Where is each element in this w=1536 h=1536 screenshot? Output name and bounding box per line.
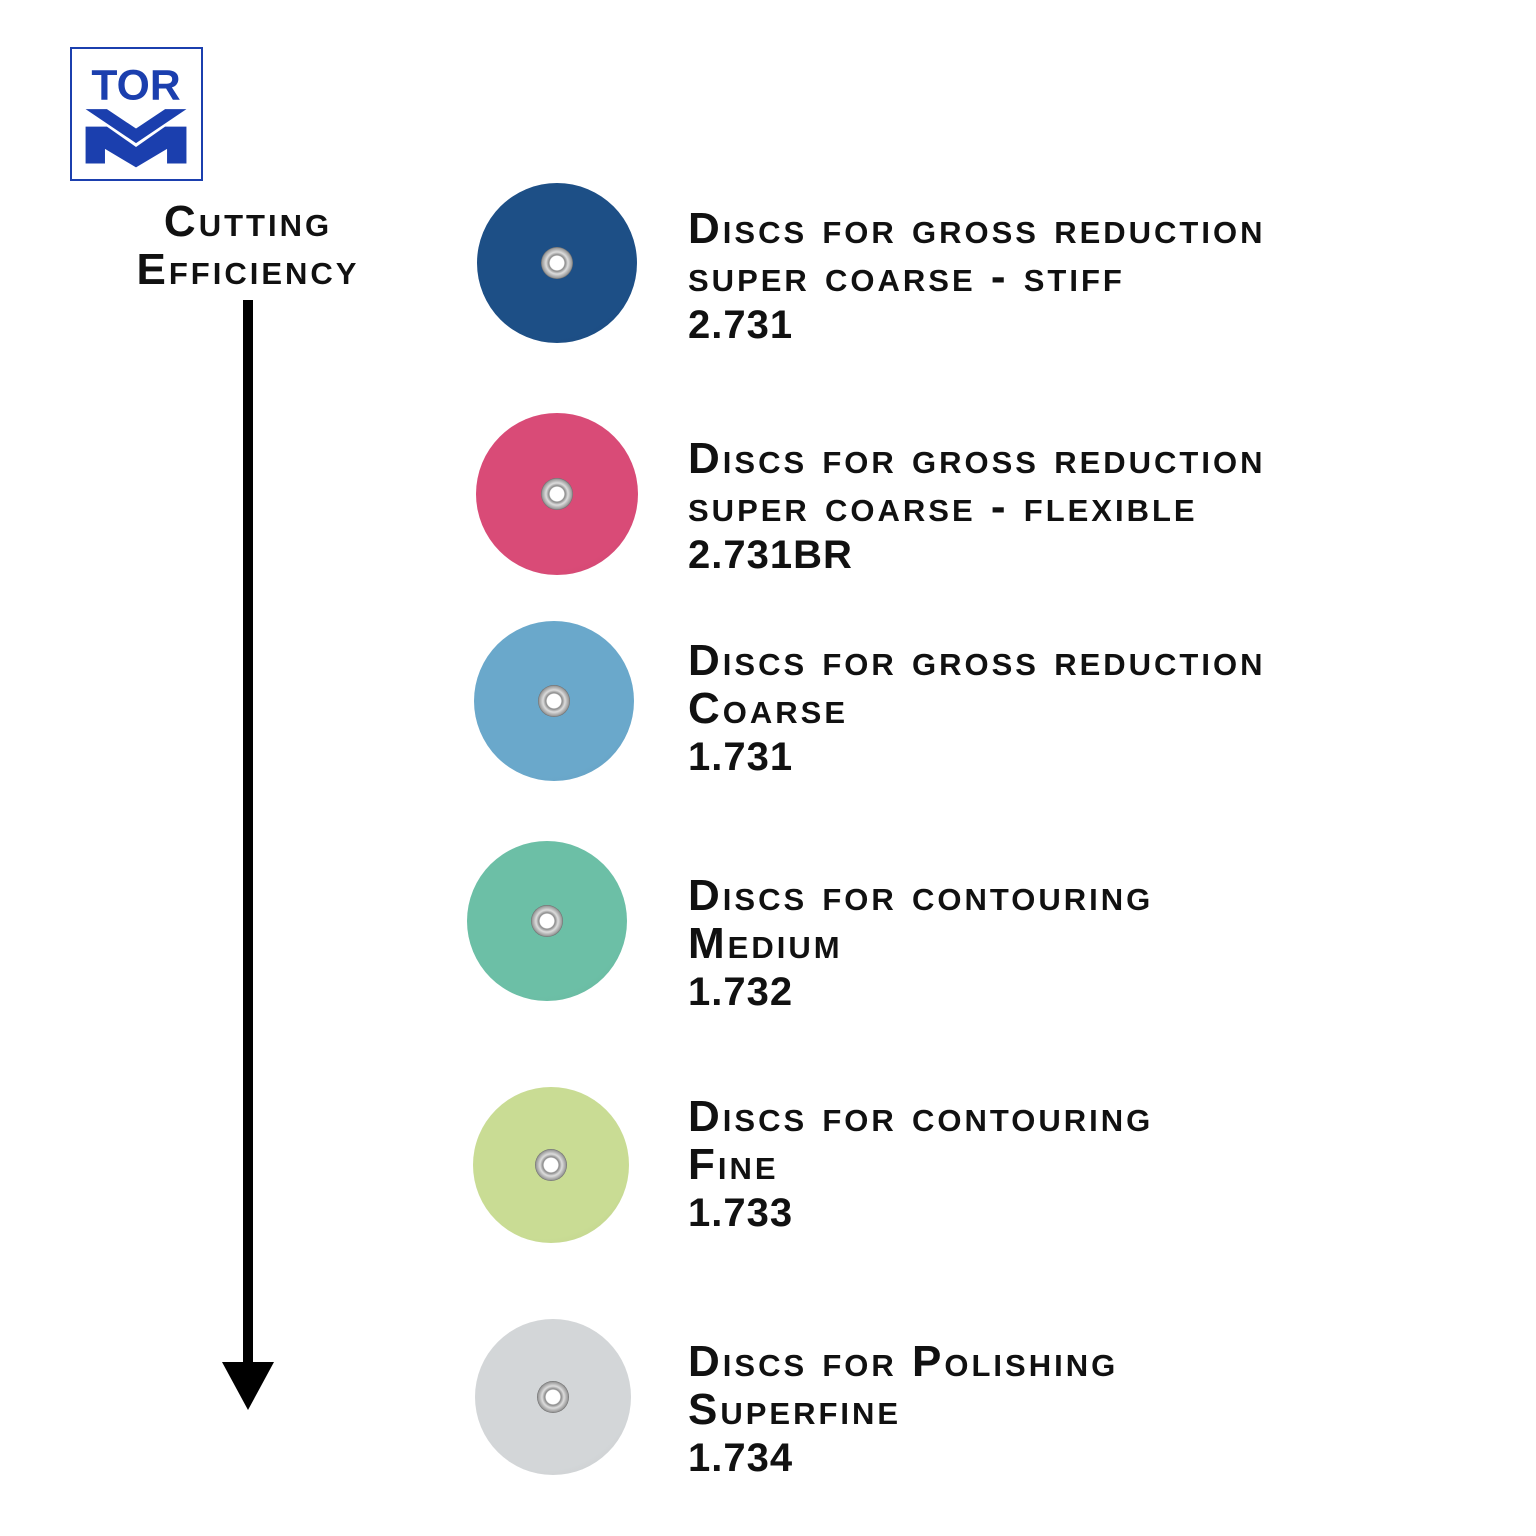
product-grade: Superfine xyxy=(688,1385,902,1434)
product-title: Discs for contouring xyxy=(688,1092,1154,1141)
product-code: 1.732 xyxy=(688,970,794,1014)
axis-title-line2: Efficiency xyxy=(136,245,360,294)
tor-vm-logo: TOR xyxy=(70,47,203,181)
disc-image-1.731 xyxy=(474,621,634,781)
down-arrow-icon xyxy=(222,300,274,1410)
product-grade: Medium xyxy=(688,919,843,968)
disc-center-hole xyxy=(541,478,573,510)
svg-text:TOR: TOR xyxy=(91,61,180,109)
disc-image-1.732 xyxy=(467,841,627,1001)
disc-center-hole xyxy=(541,247,573,279)
product-code: 1.733 xyxy=(688,1191,794,1235)
disc-center-hole xyxy=(531,905,563,937)
axis-title: Cutting Efficiency xyxy=(90,198,406,294)
product-title: Discs for gross reduction xyxy=(688,204,1266,253)
disc-center-hole xyxy=(535,1149,567,1181)
product-title: Discs for Polishing xyxy=(688,1337,1119,1386)
product-code: 1.731 xyxy=(688,735,794,779)
disc-image-1.733 xyxy=(473,1087,629,1243)
product-grade: super coarse - flexible xyxy=(688,482,1198,531)
axis-title-line1: Cutting xyxy=(163,197,333,246)
disc-image-2.731 xyxy=(477,183,637,343)
product-code: 2.731 xyxy=(688,303,794,347)
product-title: Discs for gross reduction xyxy=(688,434,1266,483)
product-grade: super coarse - stiff xyxy=(688,252,1125,301)
product-title: Discs for gross reduction xyxy=(688,636,1266,685)
disc-center-hole xyxy=(537,1381,569,1413)
disc-image-1.734 xyxy=(475,1319,631,1475)
product-code: 2.731BR xyxy=(688,533,853,577)
product-grade: Coarse xyxy=(688,684,849,733)
disc-center-hole xyxy=(538,685,570,717)
logo-mark-icon: TOR xyxy=(85,61,187,168)
product-code: 1.734 xyxy=(688,1436,794,1480)
disc-image-2.731BR xyxy=(476,413,638,575)
product-title: Discs for contouring xyxy=(688,871,1154,920)
product-grade: Fine xyxy=(688,1140,779,1189)
